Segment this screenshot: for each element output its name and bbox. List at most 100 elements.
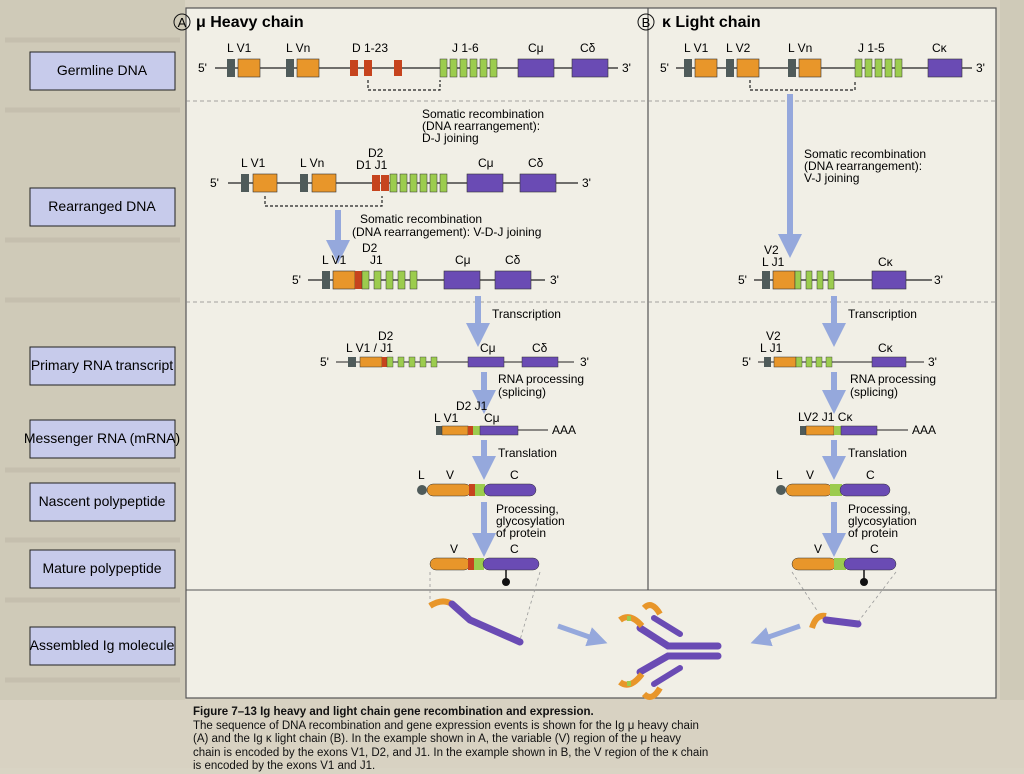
j-segment	[816, 270, 824, 290]
gene-label: V2	[764, 243, 779, 257]
step-processing: glycosylation	[848, 514, 917, 528]
five-prime-end: 5'	[210, 176, 219, 190]
leader-peptide	[776, 485, 786, 495]
v-domain	[791, 557, 837, 571]
five-prime-end: 5'	[738, 273, 747, 287]
caption-title: Figure 7–13 Ig heavy and light chain gen…	[193, 706, 594, 718]
leader-exon	[286, 59, 294, 77]
heavy-primary-transcript: 5' 3' D2 L V1 / J1 Cμ Cδ	[320, 329, 589, 369]
domain-label: V	[450, 542, 458, 556]
leader-exon	[300, 174, 308, 192]
gene-label: L V1	[322, 253, 347, 267]
recombination-bracket	[749, 80, 856, 91]
step-processing: of protein	[496, 526, 546, 540]
three-prime-end: 3'	[976, 61, 985, 75]
recombination-bracket	[264, 196, 383, 207]
j-segment	[409, 270, 418, 290]
leader-exon	[241, 174, 249, 192]
step-splicing: RNA processing	[850, 372, 936, 386]
gene-label: Cμ	[480, 341, 496, 355]
stage-nascent-label: Nascent polypeptide	[39, 493, 166, 509]
leader-exon	[764, 357, 771, 367]
j-segment	[439, 173, 448, 193]
v-exon	[332, 270, 356, 290]
c-mu-exon	[466, 173, 504, 193]
c-kappa-exon	[927, 58, 963, 78]
step-line: (DNA rearrangement): V-D-J joining	[352, 225, 541, 239]
heavy-dj-dna: 5' 3' L V1 L Vn D2 D1 J1 Cμ Cδ	[210, 146, 591, 207]
gene-label: L V1	[241, 156, 266, 170]
c-mu-exon	[443, 270, 481, 290]
light-germline-dna: 5' 3' L V1 L V2 L Vn J 1-5 Cκ	[660, 41, 985, 91]
five-prime-end: 5'	[660, 61, 669, 75]
j-segment	[439, 58, 448, 78]
leader-exon	[227, 59, 235, 77]
step-processing: Processing,	[496, 502, 559, 516]
j-segment	[429, 173, 438, 193]
antibody-molecule-icon	[618, 602, 722, 700]
gene-label: Cδ	[580, 41, 596, 55]
step-line: Somatic recombination	[422, 107, 544, 121]
five-prime-end: 5'	[292, 273, 301, 287]
three-prime-end: 3'	[580, 355, 589, 369]
j-segment	[805, 356, 813, 368]
gene-label: Cμ	[484, 411, 500, 425]
j-segment	[373, 270, 382, 290]
j-segment	[805, 270, 813, 290]
assembly-guides	[429, 571, 897, 641]
step-line: D-J joining	[422, 131, 479, 145]
d-region	[469, 484, 475, 496]
stage-mature: Mature polypeptide	[29, 549, 176, 589]
panel-b-title-text: κ Light chain	[662, 14, 761, 31]
gene-label: L V1 / J1	[346, 341, 393, 355]
j-segment	[894, 58, 903, 78]
stage-assembled: Assembled Ig molecule	[29, 626, 176, 666]
d-segment	[382, 357, 387, 367]
c-delta-exon	[494, 270, 532, 290]
gene-label: L J1	[762, 255, 785, 269]
panel-b-letter-circle	[637, 13, 655, 31]
c-delta-exon	[571, 58, 609, 78]
c-delta-exon	[519, 173, 557, 193]
gene-label: Cκ	[932, 41, 948, 55]
leader-exon	[726, 59, 734, 77]
stage-mrna-label: Messenger RNA (mRNA)	[24, 430, 180, 446]
j-segment	[419, 173, 428, 193]
five-prime-end: 5'	[742, 355, 751, 369]
gene-label: L Vn	[300, 156, 324, 170]
c-domain	[843, 557, 897, 571]
stage-rearranged: Rearranged DNA	[29, 187, 176, 227]
poly-a-tail: AAA	[912, 423, 936, 437]
panel-b-title: B κ Light chain	[637, 13, 761, 31]
v-domain	[429, 557, 471, 571]
step-processing: glycosylation	[496, 514, 565, 528]
step-processing: Processing,	[848, 502, 911, 516]
recombination-bracket	[367, 80, 441, 91]
gene-label: D2	[378, 329, 394, 343]
v-exon	[772, 270, 796, 290]
gene-label: L J1	[760, 341, 783, 355]
v-exon	[237, 58, 261, 78]
domain-label: V	[814, 542, 822, 556]
d-segment	[394, 60, 402, 76]
d-segment	[355, 271, 362, 289]
panel-a-title-text: μ Heavy chain	[196, 14, 304, 31]
domain-label: L	[418, 468, 425, 482]
j-region	[834, 558, 846, 570]
j-segment	[825, 356, 833, 368]
stage-germline: Germline DNA	[29, 51, 176, 91]
domain-label: L	[776, 468, 783, 482]
caption-line: (A) and the Ig κ light chain (B). In the…	[193, 733, 681, 745]
v-exon	[311, 173, 337, 193]
gene-label: D2	[362, 241, 378, 255]
gene-label: Cμ	[455, 253, 471, 267]
light-primary-transcript: 5' 3' V2 L J1 Cκ	[742, 329, 937, 369]
gene-label: Cκ	[878, 341, 894, 355]
gene-label: L Vn	[286, 41, 310, 55]
three-prime-end: 3'	[928, 355, 937, 369]
gene-label: Cδ	[528, 156, 544, 170]
domain-label: C	[510, 468, 519, 482]
c-domain	[839, 483, 891, 497]
gene-label: Cμ	[478, 156, 494, 170]
c-mu-exon	[467, 356, 505, 368]
